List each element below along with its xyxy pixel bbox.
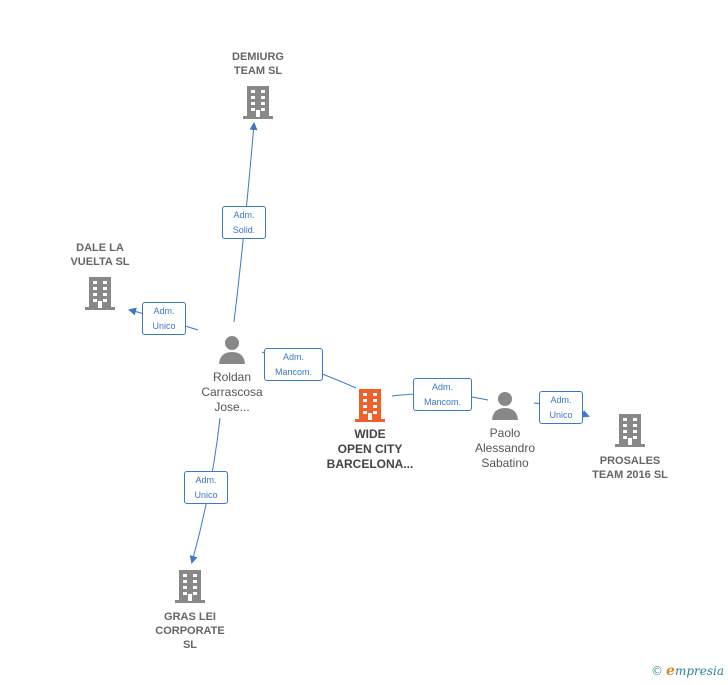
person-icon [492,392,518,420]
edge-label-line1: Adm. [550,395,572,405]
edge-label-line2: Solid. [232,225,256,235]
edge-label-paolo-prosales[interactable]: Adm. Unico [539,391,583,424]
building-icon [243,86,273,119]
node-label: Paolo Alessandro Sabatino [474,426,536,470]
node-label: DEMIURG TEAM SL [232,51,284,77]
edge-label-line1: Adm. [233,210,255,220]
edge-label-line2: Unico [194,490,218,500]
edge-label-line2: Unico [152,321,176,331]
edge-label-roldan-demiurg[interactable]: Adm. Solid. [222,206,266,239]
node-label: GRAS LEI CORPORATE SL [155,611,225,651]
node-label: WIDE OPEN CITY BARCELONA... [326,427,414,471]
edge-label-line2: Unico [549,410,573,420]
edge-label-line1: Adm. [195,475,217,485]
edge-label-line1: Adm. [282,352,304,362]
building-icon [175,570,205,603]
building-icon [615,414,645,447]
building-icon [85,277,115,310]
edge-label-roldan-dale[interactable]: Adm. Unico [142,302,186,335]
edge-label-line1: Adm. [431,382,453,392]
empresia-footer[interactable]: ©empresia [651,663,724,679]
edge-label-line1: Adm. [153,306,175,316]
edge-label-line2: Mancom. [423,397,461,407]
copyright-symbol: © [651,664,664,678]
person-icon [219,336,245,364]
brand-logo-initial: e [666,663,675,679]
node-label: DALE LA VUELTA SL [70,242,130,268]
brand-logo-text: mpresia [674,664,724,678]
edge-label-paolo-wide[interactable]: Adm. Mancom. [413,378,472,411]
edge-label-line2: Mancom. [274,367,312,377]
edge-label-roldan-gras[interactable]: Adm. Unico [184,471,228,504]
building-icon [355,389,385,422]
node-label: Roldan Carrascosa Jose... [201,370,263,414]
node-label: PROSALES TEAM 2016 SL [592,455,668,481]
edge-label-roldan-wide[interactable]: Adm. Mancom. [264,348,323,381]
